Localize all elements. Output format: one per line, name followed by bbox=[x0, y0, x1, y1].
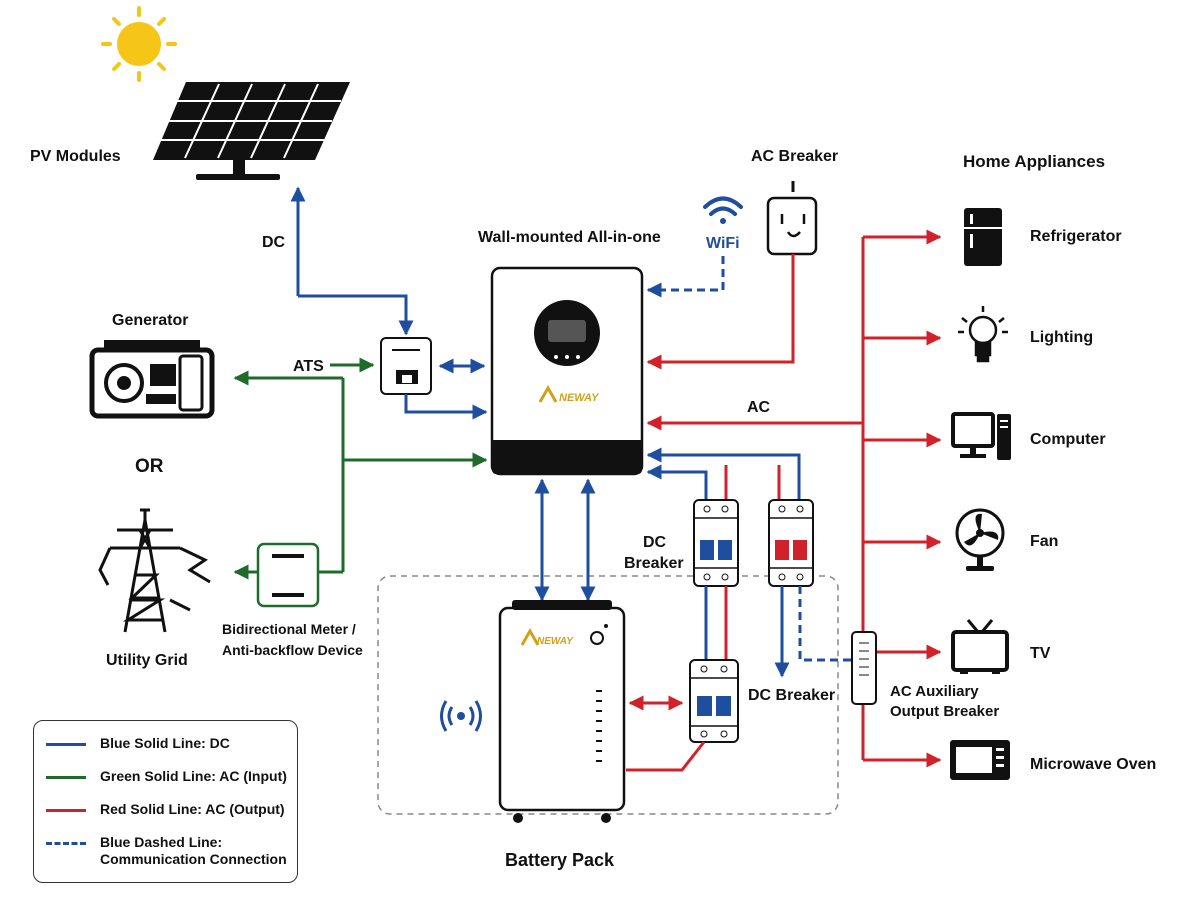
upper-breaker-down-lines bbox=[704, 586, 852, 678]
appliance-label-tv: TV bbox=[1030, 645, 1051, 662]
appliance-label-microwave: Microwave Oven bbox=[1030, 756, 1156, 773]
pv-modules-label: PV Modules bbox=[30, 148, 121, 165]
wireless-signal-icon bbox=[440, 700, 482, 732]
ac-input-lines bbox=[233, 357, 488, 580]
meter-label-line2: Anti-backflow Device bbox=[222, 642, 363, 658]
appliance-label-computer: Computer bbox=[1030, 431, 1106, 448]
appliance-label-refrigerator: Refrigerator bbox=[1030, 228, 1122, 245]
legend-text-comm: Blue Dashed Line: Communication Connecti… bbox=[100, 834, 287, 867]
sun-icon bbox=[101, 6, 177, 82]
legend-item-comm: Blue Dashed Line: Communication Connecti… bbox=[46, 834, 287, 868]
generator-label: Generator bbox=[112, 312, 188, 329]
legend-swatch-comm bbox=[46, 842, 86, 845]
computer-icon bbox=[951, 412, 1011, 460]
legend-text-ac-input: Green Solid Line: AC (Input) bbox=[100, 768, 287, 784]
home-appliances-label: Home Appliances bbox=[963, 152, 1105, 171]
ac-breaker-upper-red bbox=[768, 499, 814, 587]
legend-text-dc: Blue Solid Line: DC bbox=[100, 735, 230, 751]
battery-pack-unit bbox=[498, 600, 626, 823]
ac-aux-label-2: Output Breaker bbox=[890, 703, 999, 720]
ac-breaker-label: AC Breaker bbox=[751, 148, 838, 165]
microwave-icon bbox=[950, 740, 1010, 780]
utility-grid-label: Utility Grid bbox=[106, 652, 188, 669]
legend-item-ac-output: Red Solid Line: AC (Output) bbox=[46, 801, 285, 818]
legend-swatch-ac-input bbox=[46, 776, 86, 779]
ac-aux-label-1: AC Auxiliary bbox=[890, 683, 979, 700]
legend-item-dc: Blue Solid Line: DC bbox=[46, 735, 230, 752]
solar-panel-icon bbox=[153, 82, 350, 180]
refrigerator-icon bbox=[964, 208, 1002, 266]
meter-icon bbox=[256, 542, 320, 608]
wifi-icon bbox=[703, 196, 743, 224]
legend: Blue Solid Line: DC Green Solid Line: AC… bbox=[33, 720, 298, 883]
inverter-brand-text: NEWAY bbox=[559, 392, 600, 404]
appliance-label-fan: Fan bbox=[1030, 533, 1058, 550]
utility-grid-icon bbox=[98, 508, 211, 633]
wifi-comm-line bbox=[646, 256, 725, 298]
legend-swatch-ac-output bbox=[46, 809, 86, 812]
ac-auxiliary-breaker-icon bbox=[851, 631, 877, 705]
ats-inverter-dc-lines bbox=[404, 358, 488, 420]
generator-icon bbox=[89, 340, 215, 419]
wifi-label: WiFi bbox=[706, 235, 740, 252]
fan-icon bbox=[955, 508, 1005, 571]
inverter-breaker-dc-lines bbox=[646, 447, 801, 500]
inverter-label: Wall-mounted All-in-one bbox=[478, 229, 661, 246]
battery-pack-label: Battery Pack bbox=[505, 850, 615, 870]
ats-icon bbox=[380, 337, 432, 395]
legend-text-ac-output: Red Solid Line: AC (Output) bbox=[100, 801, 285, 817]
legend-item-ac-input: Green Solid Line: AC (Input) bbox=[46, 768, 287, 785]
ats-label: ATS bbox=[293, 358, 324, 375]
legend-swatch-dc bbox=[46, 743, 86, 746]
inverter-unit bbox=[490, 266, 644, 476]
dc-breaker-upper-label-2: Breaker bbox=[624, 555, 684, 572]
appliance-label-lighting: Lighting bbox=[1030, 329, 1093, 346]
ac-breaker-icon bbox=[766, 196, 818, 256]
dc-breaker-lower bbox=[689, 659, 739, 743]
ac-breaker-line bbox=[646, 254, 795, 370]
pv-dc-line bbox=[290, 186, 414, 336]
dc-breaker-upper-blue bbox=[693, 499, 739, 587]
dc-breaker-lower-label: DC Breaker bbox=[748, 687, 835, 704]
dc-breaker-upper-label-1: DC bbox=[643, 534, 667, 551]
tv-icon bbox=[951, 619, 1009, 674]
inverter-battery-dc-lines bbox=[534, 478, 596, 602]
battery-brand-text: NEWAY bbox=[537, 636, 574, 647]
battery-breaker-lines bbox=[626, 695, 706, 772]
inverter-breaker-ac-lines bbox=[724, 465, 781, 500]
or-label: OR bbox=[135, 456, 164, 477]
meter-label-line1: Bidirectional Meter / bbox=[222, 621, 356, 637]
light-bulb-icon bbox=[958, 306, 1008, 363]
dc-label: DC bbox=[262, 234, 286, 251]
ac-label: AC bbox=[747, 399, 771, 416]
